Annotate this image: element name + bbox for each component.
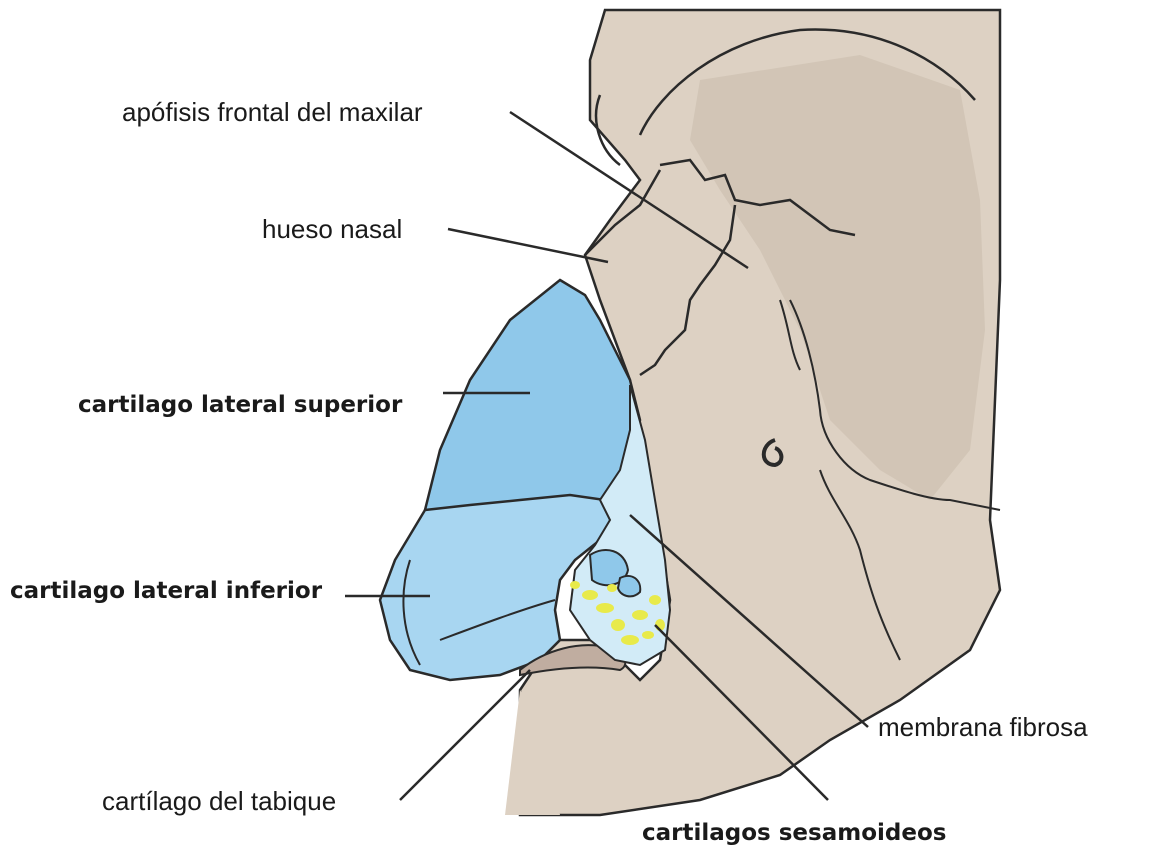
- label-lower-lateral-cartilage: cartilago lateral inferior: [10, 576, 322, 606]
- label-fibrous-membrane: membrana fibrosa: [878, 712, 1088, 742]
- accessory-cartilage-2: [618, 576, 640, 596]
- leader-nasal-bone: [448, 229, 608, 262]
- label-septal-cartilage: cartílago del tabique: [102, 786, 336, 816]
- label-frontal-process: apófisis frontal del maxilar: [122, 97, 423, 127]
- label-sesamoid-cartilages: cartilagos sesamoideos: [642, 818, 946, 848]
- label-nasal-bone: hueso nasal: [262, 214, 402, 244]
- label-upper-lateral-cartilage: cartilago lateral superior: [78, 390, 402, 420]
